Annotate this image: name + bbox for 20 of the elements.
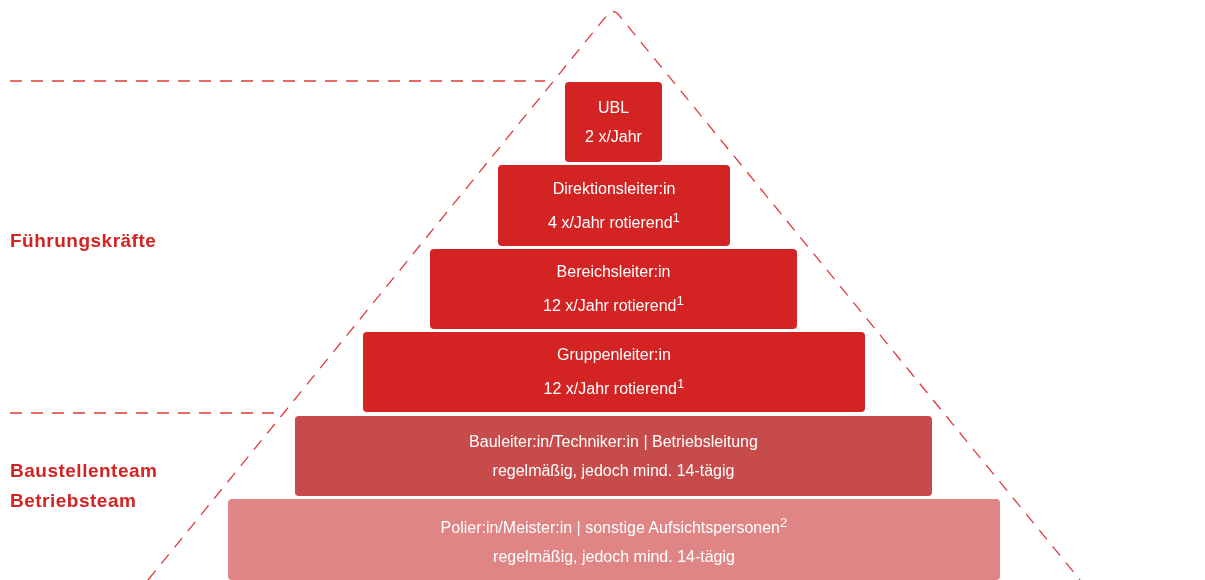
- meeting-frequency: 12 x/Jahr rotierend$^{1}$: [543, 292, 684, 317]
- pyramid-level-box: [565, 82, 662, 162]
- pyramid-level-box: [498, 165, 730, 246]
- level-title: Bereichsleiter:in: [556, 262, 671, 283]
- level-title: UBL: [597, 98, 630, 118]
- pyramid-level-box: [430, 249, 797, 329]
- pyramid-level-box: [295, 416, 932, 496]
- level-title: Gruppenleiter:in: [557, 345, 671, 366]
- level-title: Bauleiter:in/Techniker:in | Betriebsleitung: [469, 432, 758, 452]
- level-title: Direktionsleiter:in: [552, 178, 676, 199]
- meeting-frequency: regelmäßig, jedoch mind. 14-tägig: [493, 547, 735, 568]
- meeting-frequency: 12 x/Jahr rotierend$^{1}$: [543, 375, 685, 400]
- group-label: Führungskräfte: [10, 229, 158, 253]
- level-title: Polier:in/Meister:in | sonstige Aufsichtspersonen$^{2}$: [440, 513, 788, 539]
- pyramid-level-box: [363, 332, 865, 412]
- group-label: Baustellenteam Betriebsteam: [10, 459, 159, 513]
- meeting-frequency: regelmäßig, jedoch mind. 14-tägig: [492, 461, 735, 481]
- pyramid-level-box: [228, 499, 1000, 580]
- meeting-frequency: 2 x/Jahr: [585, 127, 642, 147]
- meeting-frequency: 4 x/Jahr rotierend$^{1}$: [548, 208, 680, 234]
